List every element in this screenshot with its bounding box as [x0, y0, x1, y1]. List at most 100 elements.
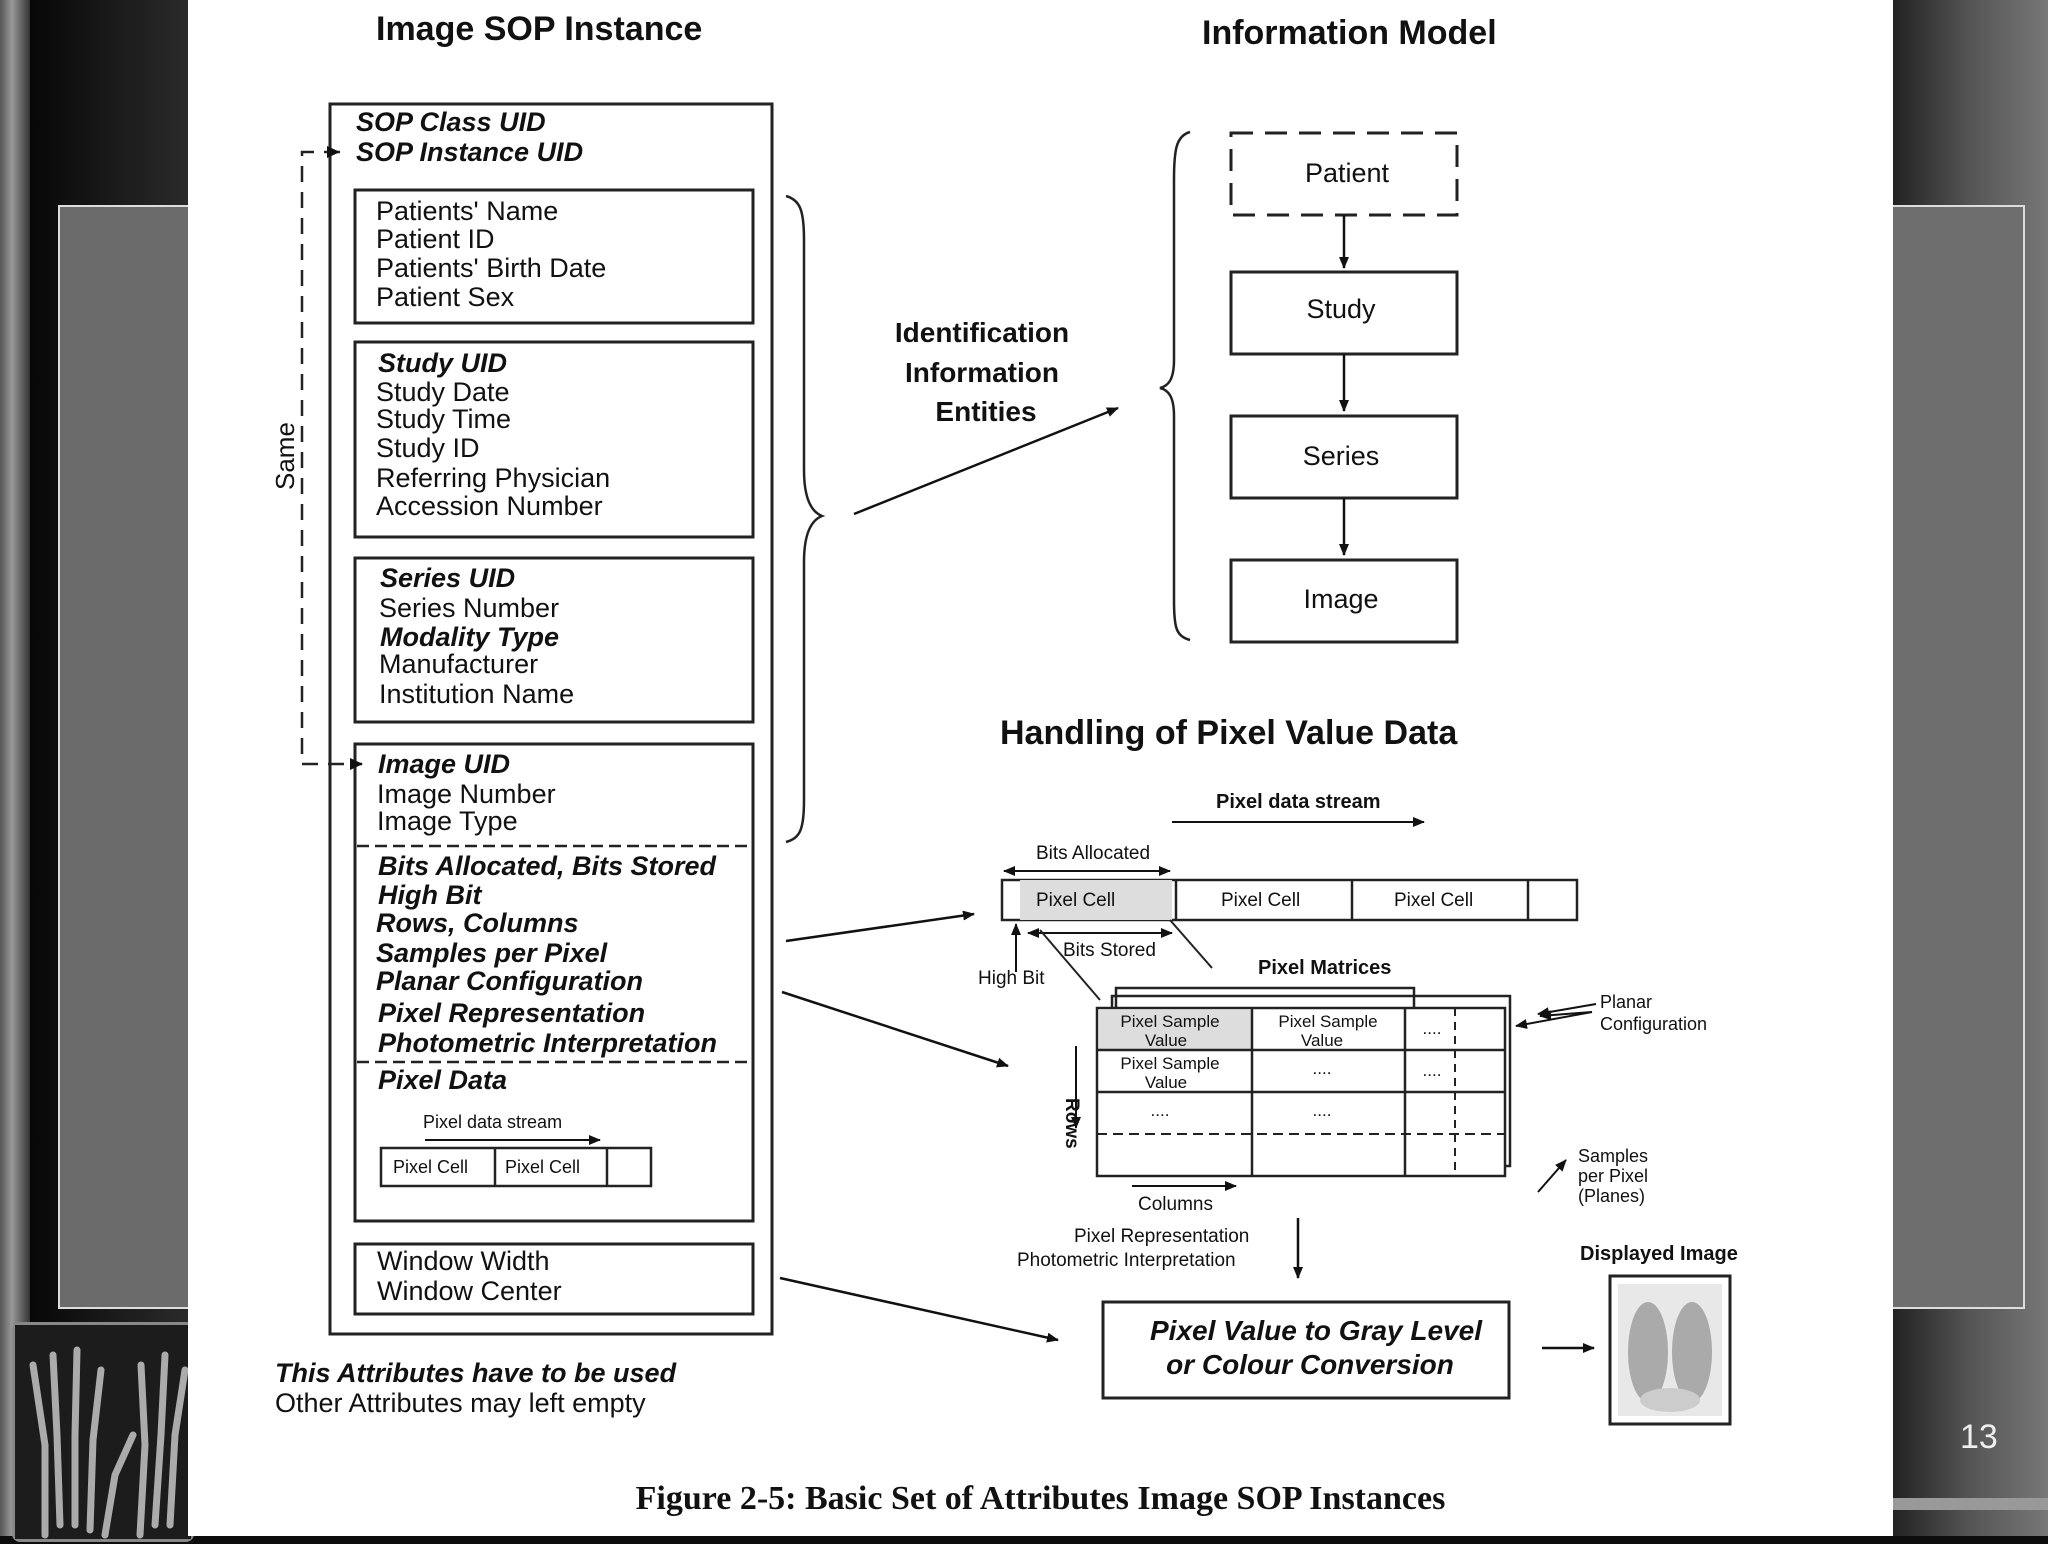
- matrix-highlight-cell: [1099, 1010, 1251, 1050]
- legend-required: This Attributes have to be used: [275, 1358, 677, 1388]
- chest-xray-image: [1618, 1284, 1722, 1416]
- attr-pixel-data: Pixel Data: [378, 1065, 507, 1095]
- same-connector: [300, 150, 362, 766]
- image-attributes-box: [353, 742, 755, 1223]
- mini-pixel-cells: [379, 1146, 653, 1188]
- attr-rows-columns: Rows, Columns: [376, 908, 579, 938]
- identification-brace: [785, 194, 826, 844]
- pixel-cell-2: Pixel Cell: [1221, 890, 1300, 911]
- planar-label-1: Planar: [1600, 992, 1652, 1012]
- planar-arrow-1: [1515, 1011, 1593, 1029]
- matrix-cell-1-line-1: Pixel Sample: [1120, 1012, 1219, 1031]
- matrix-dots-5: ....: [1423, 1061, 1442, 1080]
- pixel-cell-row: [1000, 878, 1579, 922]
- identification-line-2: Information: [905, 357, 1059, 388]
- attr-planar-configuration: Planar Configuration: [376, 966, 643, 996]
- pixel-stream-label: Pixel data stream: [1216, 791, 1381, 813]
- attr-study-date: Study Date: [376, 377, 510, 407]
- attr-series-uid: Series UID: [380, 563, 515, 593]
- conversion-line-2: or Colour Conversion: [1166, 1349, 1454, 1380]
- cell-to-matrix-line-1: [1039, 929, 1101, 1001]
- slide-left-strip: [0, 0, 30, 1536]
- attr-referring-physician: Referring Physician: [376, 463, 610, 493]
- attr-patient-id: Patient ID: [376, 224, 495, 254]
- samples-label-2: per Pixel: [1578, 1166, 1648, 1186]
- bits-allocated-label: Bits Allocated: [1036, 843, 1150, 864]
- model-image-box: [1229, 558, 1459, 644]
- attr-image-type: Image Type: [377, 806, 518, 836]
- pixel-cell-highlight: [1020, 880, 1172, 920]
- planar-arrow-3: [1537, 1003, 1597, 1018]
- attr-window-center: Window Center: [377, 1276, 562, 1306]
- sop-instance-uid: SOP Instance UID: [356, 137, 583, 167]
- figure-caption: Figure 2-5: Basic Set of Attributes Imag…: [635, 1480, 1446, 1517]
- mini-pixel-cell-1: Pixel Cell: [393, 1157, 468, 1177]
- attr-modality-type: Modality Type: [380, 622, 559, 652]
- slide-right-panel: [1893, 205, 2025, 1309]
- matrix-cell-2-line-1: Pixel Sample: [1278, 1012, 1377, 1031]
- mini-pixel-stream-label: Pixel data stream: [423, 1112, 562, 1132]
- matrix-cell-2-line-2: Value: [1301, 1031, 1343, 1050]
- cell-to-matrix-line-2: [1169, 919, 1213, 969]
- attr-pixel-representation: Pixel Representation: [378, 998, 645, 1028]
- identification-line-3: Entities: [935, 396, 1036, 427]
- attr-samples-per-pixel: Samples per Pixel: [376, 938, 608, 968]
- slide-bottom-bar: [1893, 1498, 2048, 1510]
- attr-patients-name: Patients' Name: [376, 196, 558, 226]
- attr-bits: Bits Allocated, Bits Stored: [378, 851, 717, 881]
- attrs-to-matrix-arrow: [781, 990, 1009, 1068]
- slide-left-panel: [58, 205, 200, 1309]
- same-label: Same: [270, 422, 300, 490]
- rows-label: Rows: [1061, 1098, 1082, 1149]
- attr-image-uid: Image UID: [378, 749, 510, 779]
- photometric-label: Photometric Interpretation: [1017, 1250, 1236, 1271]
- mini-pixel-cell-2: Pixel Cell: [505, 1157, 580, 1177]
- planar-label-2: Configuration: [1600, 1014, 1707, 1034]
- identification-line-1: Identification: [895, 317, 1069, 348]
- model-image-label: Image: [1303, 584, 1378, 614]
- attr-image-number: Image Number: [377, 779, 556, 809]
- attr-study-id: Study ID: [376, 433, 480, 463]
- samples-label-1: Samples: [1578, 1146, 1648, 1166]
- conversion-line-1: Pixel Value to Gray Level: [1150, 1315, 1483, 1346]
- attr-birth-date: Patients' Birth Date: [376, 253, 606, 283]
- attr-series-number: Series Number: [379, 593, 559, 623]
- pixel-cell-1: Pixel Cell: [1036, 890, 1115, 911]
- samples-label-3: (Planes): [1578, 1186, 1645, 1206]
- same-arrowhead-top: [327, 146, 340, 158]
- legend-optional: Other Attributes may left empty: [275, 1388, 646, 1418]
- study-attributes-box: [353, 340, 755, 539]
- series-attributes-box: [353, 556, 755, 724]
- same-arrowhead-bottom: [350, 758, 363, 770]
- xray-hands-thumbnail: [12, 1322, 194, 1542]
- bits-stored-label: Bits Stored: [1063, 940, 1156, 961]
- figure-area: Image SOP Instance Information Model Han…: [188, 0, 1893, 1536]
- slide-number: 13: [1960, 1418, 1998, 1456]
- attr-window-width: Window Width: [377, 1246, 550, 1276]
- attr-patient-sex: Patient Sex: [376, 282, 515, 312]
- model-patient-label: Patient: [1305, 158, 1390, 188]
- attr-study-time: Study Time: [376, 404, 511, 434]
- attr-high-bit: High Bit: [378, 880, 482, 910]
- window-attributes-box: [353, 1242, 755, 1316]
- header-pixel-handling: Handling of Pixel Value Data: [1000, 714, 1458, 752]
- matrix-dots-4: ....: [1423, 1019, 1442, 1038]
- columns-label: Columns: [1138, 1194, 1213, 1215]
- conversion-box: [1101, 1300, 1511, 1400]
- identification-arrow: [853, 406, 1119, 516]
- header-info-model: Information Model: [1202, 14, 1497, 52]
- attr-photometric-interpretation: Photometric Interpretation: [378, 1028, 717, 1058]
- attr-manufacturer: Manufacturer: [379, 649, 538, 679]
- model-study-label: Study: [1306, 294, 1376, 324]
- sop-class-uid: SOP Class UID: [356, 107, 546, 137]
- attr-institution-name: Institution Name: [379, 679, 574, 709]
- samples-arrow: [1537, 1159, 1567, 1193]
- matrix-dots-2: ....: [1151, 1101, 1170, 1120]
- matrix-cell-3-line-1: Pixel Sample: [1120, 1054, 1219, 1073]
- attr-accession-number: Accession Number: [376, 491, 603, 521]
- pixel-representation-label: Pixel Representation: [1074, 1226, 1249, 1247]
- attrs-to-cell-arrow: [785, 910, 975, 943]
- header-sop-instance: Image SOP Instance: [376, 10, 702, 48]
- info-model-brace: [1159, 130, 1191, 642]
- matrix-cell-1-line-2: Value: [1145, 1031, 1187, 1050]
